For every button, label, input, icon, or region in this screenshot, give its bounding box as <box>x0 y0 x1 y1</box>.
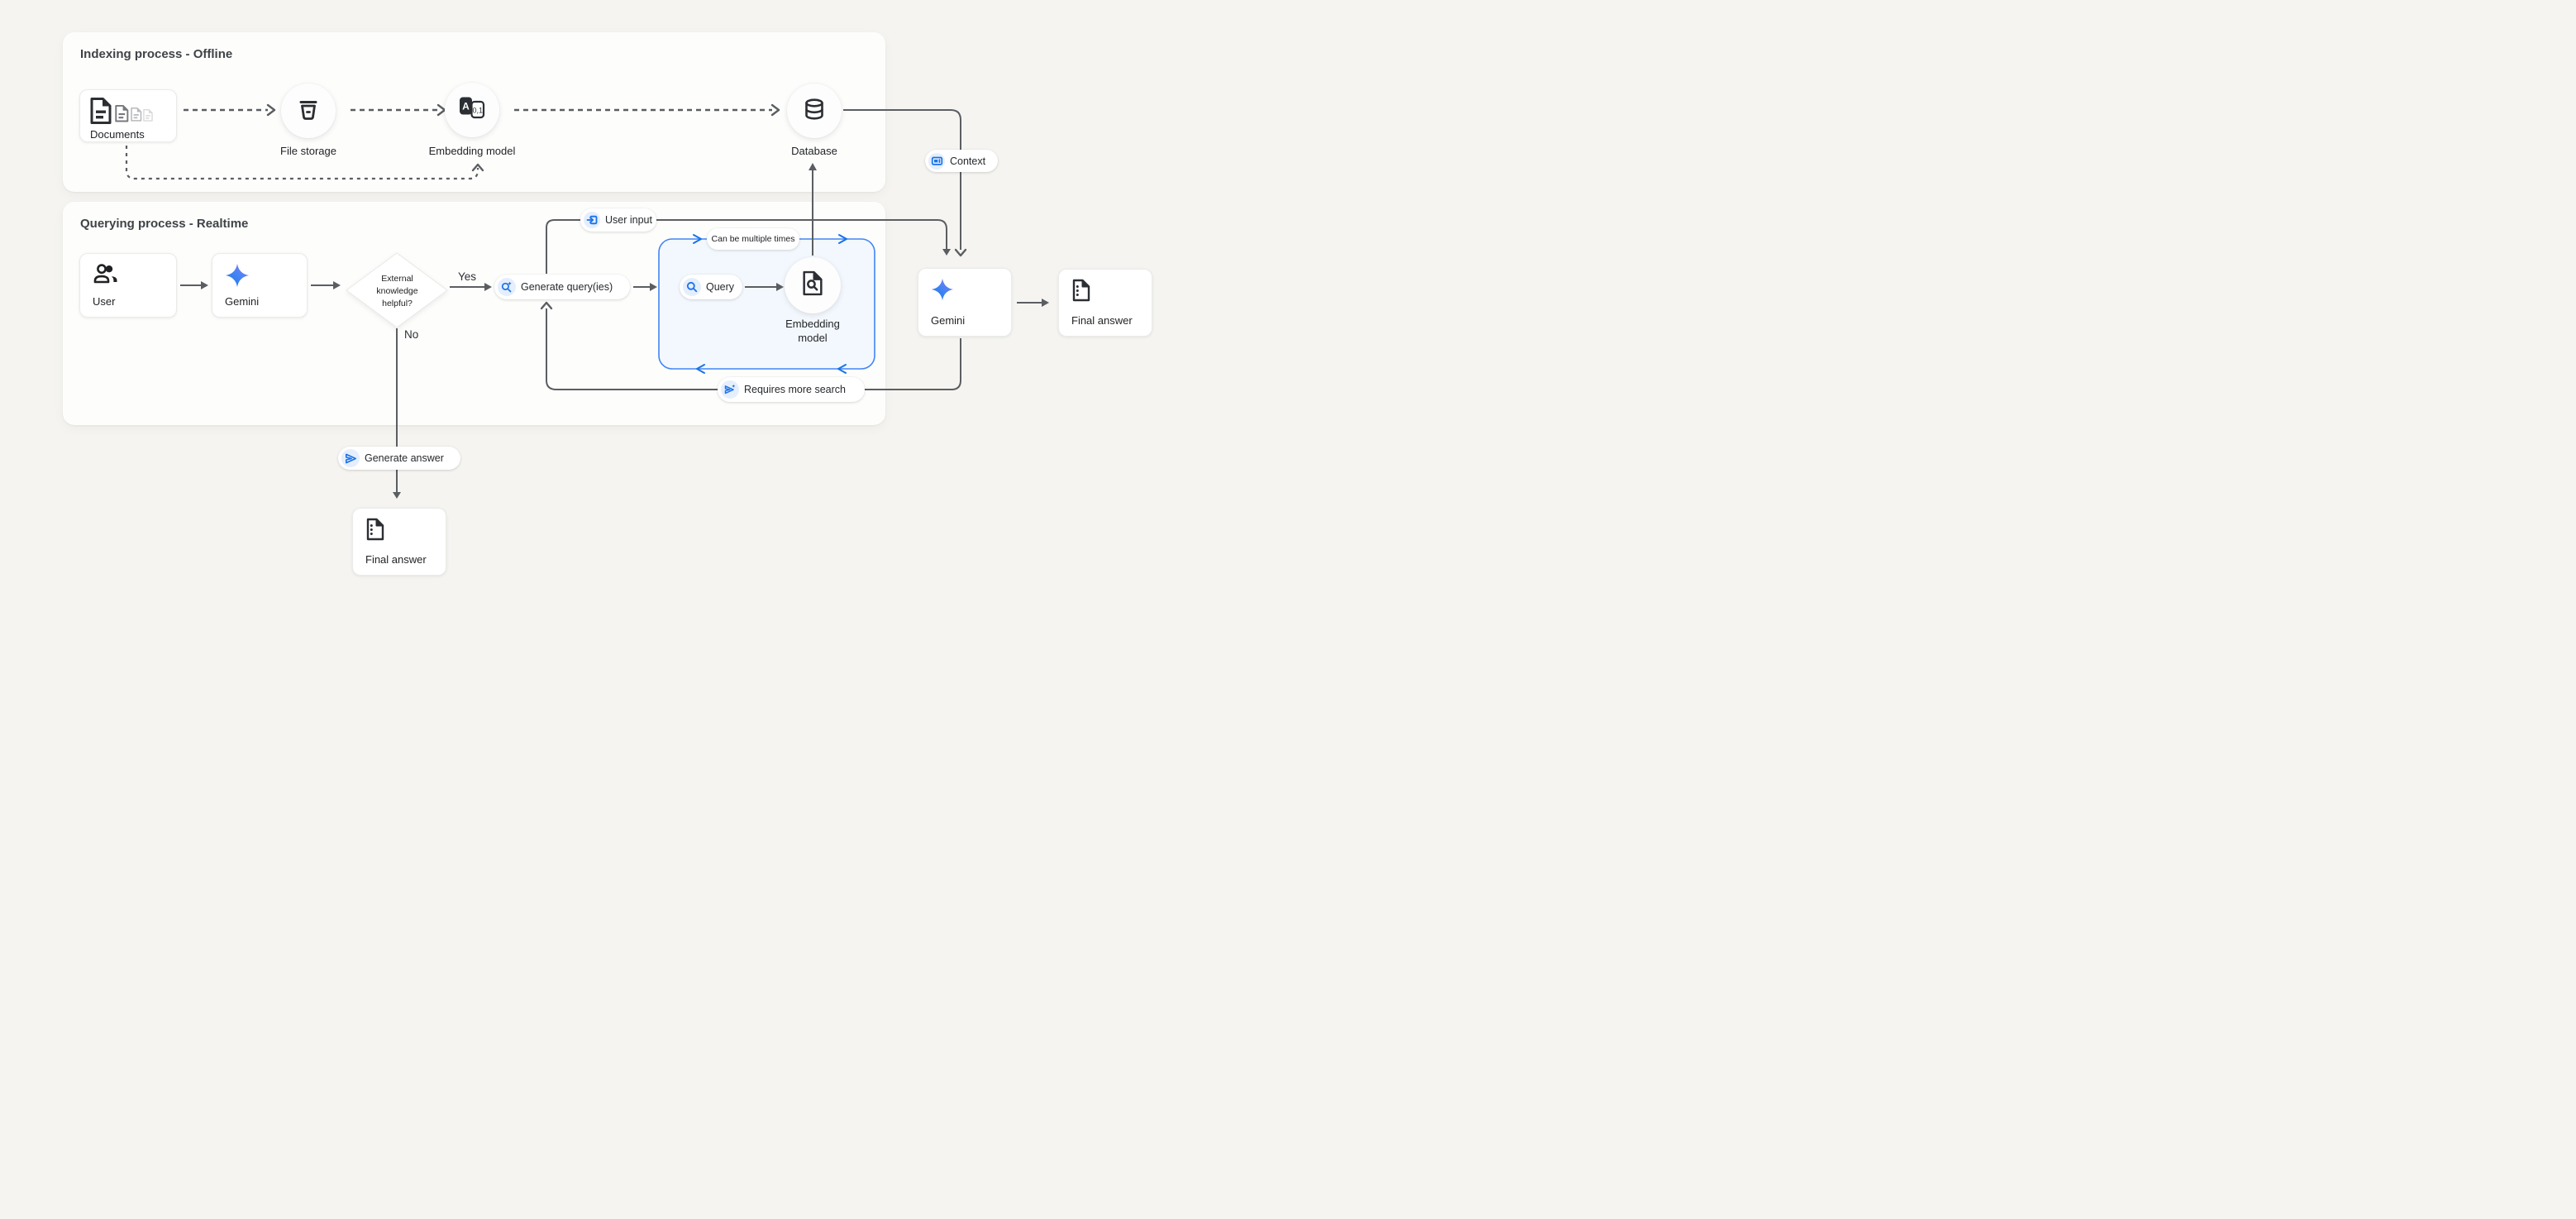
gemini-node: Gemini <box>212 253 308 318</box>
arrowheads-chevron <box>266 103 967 310</box>
no-edge-label: No <box>404 328 419 341</box>
query-step: Query <box>680 275 742 299</box>
embedding-model-label: Embedding model <box>428 145 516 157</box>
decision-diamond <box>346 252 448 328</box>
send-icon <box>341 449 360 467</box>
query-embedding-model-node <box>785 257 841 313</box>
documents-stack-icon <box>90 98 166 128</box>
loop-direction-chevrons <box>693 234 847 374</box>
rag-architecture-diagram: Indexing process - Offline Querying proc… <box>0 0 1288 610</box>
final-answer-2-label: Final answer <box>365 553 427 566</box>
gemini-2-label: Gemini <box>931 314 966 327</box>
final-answer-label: Final answer <box>1071 314 1133 327</box>
generate-query-step: Generate query(ies) <box>494 275 630 299</box>
search-icon <box>683 278 701 296</box>
generate-answer-step: Generate answer <box>338 447 460 470</box>
documents-node: Documents <box>79 89 177 142</box>
send-sparkle-icon <box>721 380 739 399</box>
gemini-2-node: Gemini <box>918 268 1012 337</box>
query-embedding-model-label-line2: model <box>798 332 828 344</box>
user-label: User <box>93 295 116 308</box>
indexing-panel-title: Indexing process - Offline <box>80 47 233 61</box>
answer-document-icon <box>1071 279 1139 306</box>
file-storage-bucket-icon <box>296 97 321 126</box>
svg-text:A: A <box>462 100 470 112</box>
yes-edge-label: Yes <box>458 270 477 283</box>
final-answer-2-node: Final answer <box>352 508 446 576</box>
can-be-multiple-times-badge: Can be multiple times <box>707 228 799 250</box>
input-icon <box>584 212 600 228</box>
context-step: Context <box>925 150 998 172</box>
query-sparkle-search-icon <box>498 278 516 296</box>
retrieval-loop-region <box>658 238 875 370</box>
file-storage-node <box>281 84 336 138</box>
solid-connectors <box>180 109 1042 492</box>
file-storage-label: File storage <box>280 145 336 157</box>
gemini-star-icon <box>931 278 999 305</box>
database-icon <box>802 97 827 126</box>
answer-document-icon <box>365 518 433 545</box>
user-input-step: User input <box>580 208 656 232</box>
querying-panel-title: Querying process - Realtime <box>80 217 249 231</box>
gemini-star-icon <box>225 263 294 292</box>
requires-more-search-step: Requires more search <box>718 377 865 402</box>
embedding-model-icon: A 0,1 <box>457 95 487 126</box>
database-label: Database <box>791 145 837 157</box>
gemini-label: Gemini <box>225 295 260 308</box>
query-embedding-model-label-line1: Embedding <box>785 318 840 330</box>
connector-user-input <box>546 219 947 274</box>
context-article-icon <box>928 152 945 170</box>
decision-diamond-text: External knowledge helpful? <box>376 274 418 308</box>
dashed-connectors <box>125 108 772 180</box>
documents-label: Documents <box>90 128 145 141</box>
embedding-model-node: A 0,1 <box>445 83 499 137</box>
users-icon <box>93 263 164 289</box>
user-node: User <box>79 253 177 318</box>
database-node <box>787 84 842 138</box>
arrowheads-filled <box>201 163 1049 499</box>
final-answer-node: Final answer <box>1058 269 1152 337</box>
document-search-icon <box>801 270 824 300</box>
connector-context <box>843 109 961 250</box>
svg-text:0,1: 0,1 <box>473 106 484 114</box>
